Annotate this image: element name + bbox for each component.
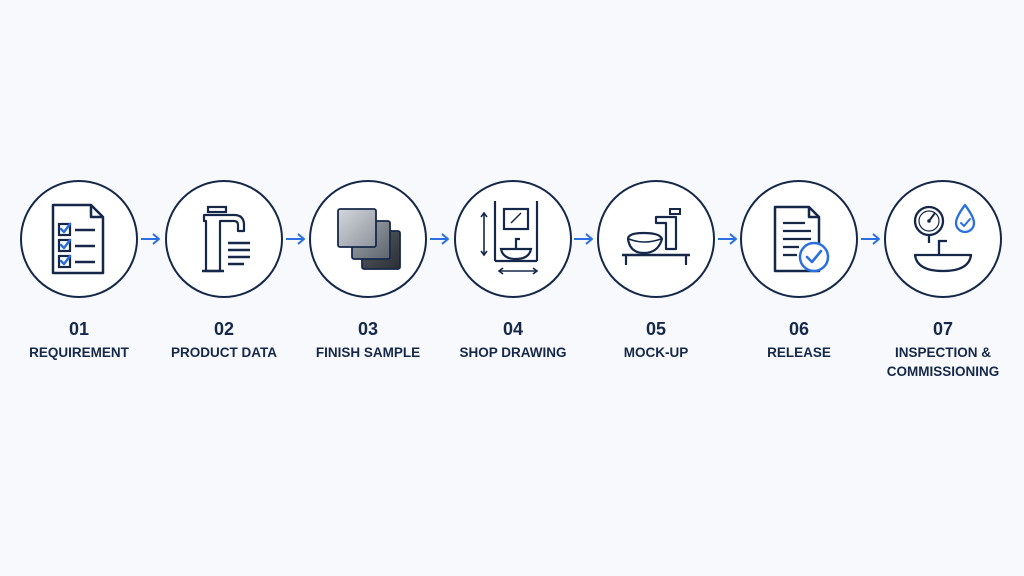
step-label: SHOP DRAWING <box>459 345 567 360</box>
step-release: 06 RELEASE <box>719 180 879 362</box>
checklist-icon <box>51 203 105 275</box>
step-label: MOCK-UP <box>623 345 689 360</box>
step-label: INSPECTION & COMMISSIONING <box>886 345 1000 379</box>
faucet-datasheet-icon <box>202 205 250 273</box>
arrow-right-icon <box>717 231 739 247</box>
step-circle <box>309 180 427 298</box>
step-circle <box>597 180 715 298</box>
step-finish-sample: 03 FINISH SAMPLE <box>288 180 448 362</box>
step-number: 04 <box>502 319 524 339</box>
pressure-gauge-water-icon <box>913 203 976 273</box>
arrow-right-icon <box>285 231 307 247</box>
basin-faucet-icon <box>622 208 690 265</box>
step-number: 06 <box>788 319 810 339</box>
step-number: 05 <box>645 319 667 339</box>
step-number: 01 <box>68 319 90 339</box>
step-number: 03 <box>357 319 379 339</box>
step-requirement: 01 REQUIREMENT <box>0 180 159 362</box>
step-circle <box>20 180 138 298</box>
step-circle <box>740 180 858 298</box>
step-mock-up: 05 MOCK-UP <box>576 180 736 362</box>
step-label: RELEASE <box>767 345 831 360</box>
step-circle <box>165 180 283 298</box>
arrow-right-icon <box>140 231 162 247</box>
vanity-drawing-icon <box>480 201 539 275</box>
step-shop-drawing: 04 SHOP DRAWING <box>433 180 593 362</box>
step-label: PRODUCT DATA <box>171 345 277 360</box>
arrow-right-icon <box>429 231 451 247</box>
step-number: 02 <box>213 319 235 339</box>
finish-swatches-icon <box>337 208 401 270</box>
step-label: FINISH SAMPLE <box>315 345 421 360</box>
arrow-right-icon <box>573 231 595 247</box>
approved-document-icon <box>773 205 830 273</box>
step-inspection-commissioning: 07 INSPECTION & COMMISSIONING <box>863 180 1023 381</box>
arrow-right-icon <box>860 231 882 247</box>
step-product-data: 02 PRODUCT DATA <box>144 180 304 362</box>
step-number: 07 <box>932 319 954 339</box>
step-circle <box>884 180 1002 298</box>
step-label: REQUIREMENT <box>29 345 129 360</box>
step-circle <box>454 180 572 298</box>
